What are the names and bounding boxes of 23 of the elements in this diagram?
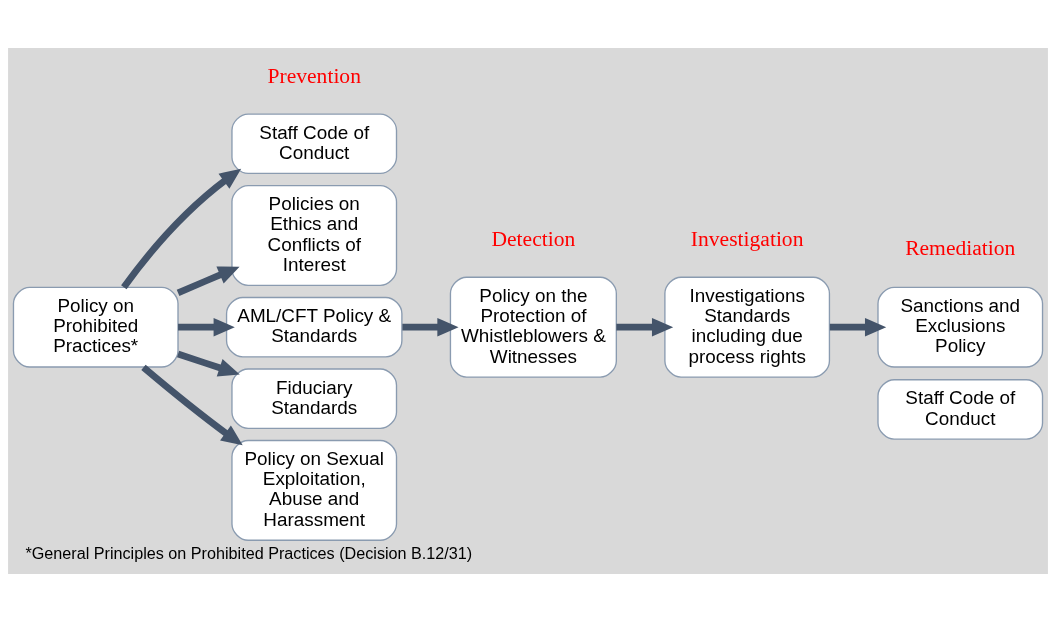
node-box: Sanctions and Exclusions Policy: [877, 286, 1044, 368]
label: Investigation: [690, 226, 804, 251]
node-box: Policy on Prohibited Practices*: [12, 286, 179, 368]
arrow: [402, 317, 459, 336]
node-box: Fiduciary Standards: [231, 367, 398, 429]
arrow: [616, 317, 674, 336]
node-box: Staff Code of Conduct: [877, 378, 1044, 440]
node-box: Investigations Standards including due process rights: [664, 276, 831, 378]
arrow: [176, 265, 240, 296]
arrow: [121, 168, 242, 289]
node-box: Policy on Sexual Exploitation, Abuse and Harassment: [231, 439, 398, 541]
node-box: AML/CFT Policy & Standards: [225, 296, 403, 358]
label: Remediation: [905, 235, 1016, 260]
arrow: [178, 317, 235, 336]
arrow: [141, 364, 243, 445]
label: Detection: [491, 226, 576, 251]
arrow: [829, 317, 887, 336]
node-box: Staff Code of Conduct: [231, 112, 398, 174]
arrow: [177, 350, 240, 377]
caption: *General Principles on Prohibited Practices (Decision B.12/31): [25, 543, 473, 562]
node-box: Policies on Ethics and Conflicts of Interest: [231, 184, 398, 286]
label: Prevention: [267, 63, 361, 88]
node-box: Policy on the Protection of Whistleblowers & Witnesses: [449, 276, 617, 378]
